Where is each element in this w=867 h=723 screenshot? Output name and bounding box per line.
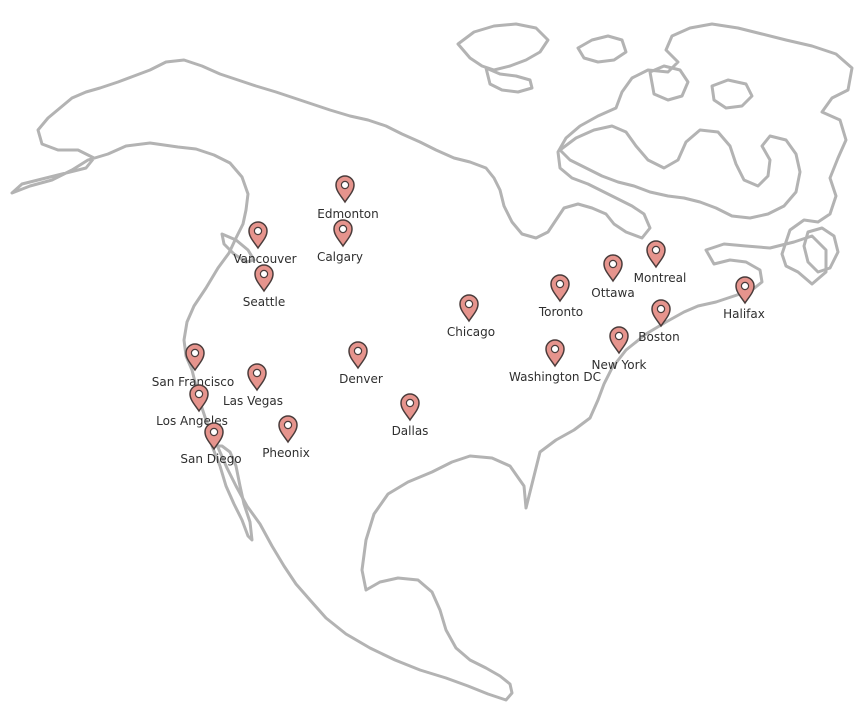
pin-hole — [651, 245, 661, 255]
map-pin-icon[interactable] — [400, 393, 420, 422]
city-marker-denver[interactable]: Denver — [339, 341, 383, 386]
hudson-bay — [558, 124, 802, 220]
city-marker-halifax[interactable]: Halifax — [723, 276, 765, 321]
pin-hole — [464, 299, 474, 309]
city-marker-washington-dc[interactable]: Washington DC — [509, 339, 601, 384]
map-pin-icon[interactable] — [278, 415, 298, 444]
pin-hole — [190, 348, 200, 358]
city-marker-montreal[interactable]: Montreal — [634, 240, 687, 285]
map-pin-icon[interactable] — [348, 341, 368, 370]
map-pin-icon[interactable] — [204, 422, 224, 451]
city-marker-calgary[interactable]: Calgary — [317, 219, 363, 264]
newfoundland — [802, 226, 840, 274]
city-label-washington-dc: Washington DC — [509, 370, 601, 384]
map-pin-icon[interactable] — [545, 339, 565, 368]
city-label-san-diego: San Diego — [180, 452, 241, 466]
city-label-ottawa: Ottawa — [591, 286, 634, 300]
arctic-island-5 — [710, 78, 754, 110]
city-marker-new-york[interactable]: New York — [592, 326, 647, 372]
city-marker-dallas[interactable]: Dallas — [392, 393, 429, 438]
city-label-dallas: Dallas — [392, 424, 429, 438]
map-pin-icon[interactable] — [189, 384, 209, 413]
pin-hole — [353, 346, 363, 356]
city-label-seattle: Seattle — [243, 295, 285, 309]
arctic-island-2 — [484, 66, 534, 94]
city-marker-las-vegas[interactable]: Las Vegas — [223, 363, 283, 408]
map-pin-icon[interactable] — [459, 294, 479, 323]
vancouver-island — [220, 232, 256, 264]
continent-outline — [10, 22, 854, 702]
city-label-denver: Denver — [339, 372, 383, 386]
city-label-boston: Boston — [638, 330, 679, 344]
pin-hole — [656, 304, 666, 314]
baja-peninsula — [210, 444, 254, 542]
pin-hole — [338, 224, 348, 234]
pin-hole — [405, 398, 415, 408]
map-pin-icon[interactable] — [254, 264, 274, 293]
city-label-calgary: Calgary — [317, 250, 363, 264]
city-marker-vancouver[interactable]: Vancouver — [233, 221, 297, 266]
map-pin-icon[interactable] — [248, 221, 268, 250]
arctic-island-1 — [456, 22, 550, 72]
city-label-montreal: Montreal — [634, 271, 687, 285]
city-label-new-york: New York — [592, 358, 647, 372]
map-pin-icon[interactable] — [646, 240, 666, 269]
pin-hole — [740, 281, 750, 291]
city-marker-pheonix[interactable]: Pheonix — [262, 415, 310, 460]
city-label-halifax: Halifax — [723, 307, 765, 321]
pin-hole — [283, 420, 293, 430]
arctic-island-3 — [576, 34, 628, 64]
map-pin-icon[interactable] — [185, 343, 205, 372]
pin-hole — [252, 368, 262, 378]
map-pin-icon[interactable] — [247, 363, 267, 392]
city-marker-ottawa[interactable]: Ottawa — [591, 254, 635, 300]
map-pin-icon[interactable] — [333, 219, 353, 248]
city-label-san-francisco: San Francisco — [152, 375, 234, 389]
map-pin-icon[interactable] — [651, 299, 671, 328]
pin-hole — [614, 331, 624, 341]
city-marker-edmonton[interactable]: Edmonton — [317, 175, 379, 221]
pin-hole — [550, 344, 560, 354]
pin-hole — [253, 226, 263, 236]
pin-hole — [340, 180, 350, 190]
city-marker-los-angeles[interactable]: Los Angeles — [156, 384, 228, 428]
pin-hole — [608, 259, 618, 269]
coastline — [10, 22, 854, 702]
city-label-pheonix: Pheonix — [262, 446, 310, 460]
city-marker-toronto[interactable]: Toronto — [538, 274, 583, 319]
pin-hole — [555, 279, 565, 289]
city-label-las-vegas: Las Vegas — [223, 394, 283, 408]
city-marker-boston[interactable]: Boston — [638, 299, 680, 344]
city-label-edmonton: Edmonton — [317, 207, 379, 221]
city-marker-san-francisco[interactable]: San Francisco — [152, 343, 234, 389]
city-label-toronto: Toronto — [538, 305, 583, 319]
pin-hole — [209, 427, 219, 437]
map-pin-icon[interactable] — [550, 274, 570, 303]
pin-hole — [194, 389, 204, 399]
map-pin-icon[interactable] — [335, 175, 355, 204]
city-marker-chicago[interactable]: Chicago — [447, 294, 495, 339]
city-label-vancouver: Vancouver — [233, 252, 296, 266]
city-label-chicago: Chicago — [447, 325, 495, 339]
map-pin-icon[interactable] — [609, 326, 629, 355]
map-pin-icon[interactable] — [735, 276, 755, 305]
city-marker-san-diego[interactable]: San Diego — [180, 422, 242, 466]
city-marker-seattle[interactable]: Seattle — [243, 264, 285, 309]
map-pin-icon[interactable] — [603, 254, 623, 283]
pin-hole — [259, 269, 269, 279]
arctic-island-4 — [648, 64, 690, 102]
